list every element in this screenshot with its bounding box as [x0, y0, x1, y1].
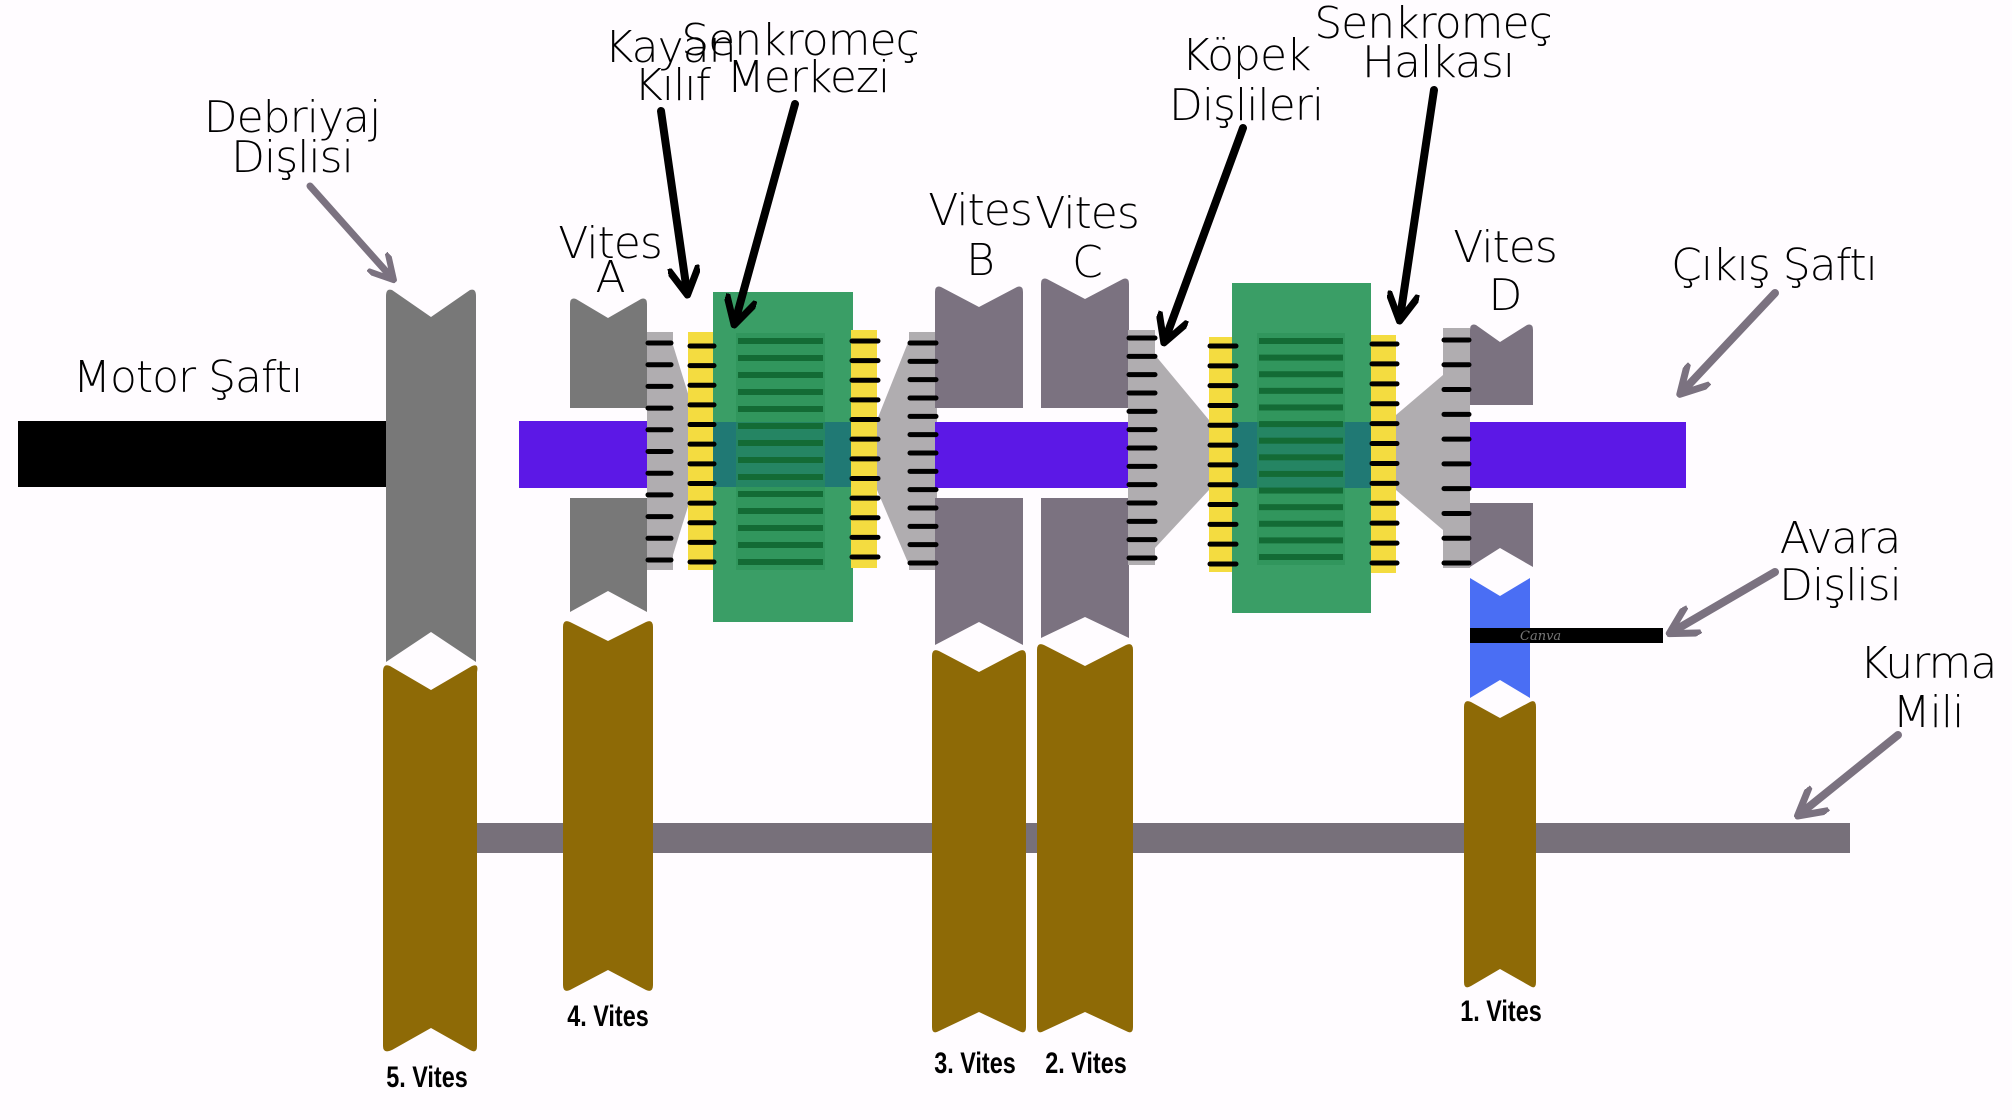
sync-hub-spline — [1259, 470, 1343, 477]
label-motor-shaft: Motor Şaftı — [73, 352, 302, 403]
dog-cone-d — [1396, 375, 1443, 530]
gear-d-lower — [1470, 503, 1533, 567]
label-gear-c-1: Vites — [1035, 188, 1139, 239]
sync-hub — [1257, 333, 1345, 565]
sync-hub-spline — [1259, 387, 1343, 394]
sync-hub — [736, 333, 825, 570]
arrow-sliding-sleeve — [657, 107, 687, 292]
dog-cone-b — [877, 340, 909, 565]
sync-hub-spline — [1259, 338, 1343, 344]
label-sync-hub-1: Senkromeç — [681, 15, 919, 66]
label-idler-gear-1: Avara — [1780, 513, 1901, 564]
arrow-sync-hub — [735, 100, 799, 322]
sync-hub-spline — [738, 355, 823, 361]
dog-teeth-ticks — [645, 335, 1472, 567]
sync-hub-spline — [738, 440, 823, 446]
sync-hub-spline — [738, 389, 823, 395]
arrow-output-shaft — [1682, 289, 1779, 392]
label-sync-ring-1: Senkromeç — [1314, 0, 1552, 49]
label-countershaft-2: Mili — [1893, 687, 1964, 738]
gear-b-lower — [935, 498, 1023, 645]
label-second-gear: 2. Vites — [1045, 1046, 1126, 1079]
idler-axle — [1470, 628, 1663, 643]
sync-hub-spline — [1259, 454, 1343, 461]
label-idler-gear-2: Dişlisi — [1779, 560, 1901, 611]
label-gear-b-2: B — [966, 235, 994, 286]
gear-b-upper — [935, 286, 1023, 408]
label-dog-teeth-2: Dişlileri — [1169, 80, 1323, 131]
output-shaft-segment — [935, 422, 1129, 488]
sync-hub-spline — [738, 559, 823, 565]
sync-hub-spline — [738, 491, 823, 497]
gear-a-lower — [570, 498, 647, 612]
sync-hub-spline — [738, 525, 823, 531]
arrow-sync-ring — [1400, 86, 1438, 318]
label-gear-b-1: Vites — [928, 185, 1032, 236]
label-output-shaft: Çıkış Şaftı — [1671, 240, 1877, 291]
sync-hub-spline — [1259, 504, 1343, 511]
sync-hub-2-stripes — [1257, 333, 1345, 565]
countershaft — [470, 823, 1850, 853]
sync-hub-spline — [738, 338, 823, 344]
sync-hub-spline — [1259, 371, 1343, 378]
sync-hub-spline — [1259, 437, 1343, 444]
sync-hub-spline — [1259, 354, 1343, 361]
sync-hub-spline — [1259, 554, 1343, 560]
label-gear-c-2: C — [1072, 237, 1102, 288]
output-shaft — [1470, 422, 1686, 488]
sync-hub-spline — [1259, 537, 1343, 544]
label-first-gear: 1. Vites — [1460, 994, 1541, 1027]
canva-watermark: Canva — [1520, 629, 1561, 644]
sync-hub-spline — [738, 542, 823, 548]
arrow-dog-teeth — [1165, 124, 1247, 340]
arrow-idler-gear — [1672, 568, 1779, 632]
label-sync-hub-2: Merkezi — [727, 52, 889, 103]
sync-hub-spline — [738, 474, 823, 480]
dog-teeth-d — [1443, 328, 1470, 568]
fourth-gear — [563, 621, 653, 991]
label-sliding-sleeve-2: Kılıf — [634, 60, 712, 111]
arrow-clutch-gear — [306, 182, 392, 278]
label-third-gear: 3. Vites — [934, 1046, 1015, 1079]
sync-ring-1-left — [688, 332, 713, 570]
sync-ring-2-right — [1371, 335, 1396, 573]
label-clutch-gear-1: Debriyaj — [204, 92, 380, 143]
label-clutch-gear-2: Dişlisi — [231, 132, 353, 183]
sync-hub-spline — [1259, 404, 1343, 411]
label-fourth-gear: 4. Vites — [567, 999, 648, 1032]
output-shaft-segment — [519, 421, 669, 488]
arrow-countershaft — [1800, 731, 1902, 814]
label-gear-d-2: D — [1489, 270, 1522, 321]
gear-a-upper — [570, 298, 647, 408]
sync-hub-spline — [1259, 520, 1343, 527]
sync-ring-2-left — [1209, 337, 1235, 572]
fifth-gear — [383, 665, 478, 1052]
sync-hub-spline — [738, 508, 823, 514]
label-dog-teeth-1: Köpek — [1181, 30, 1311, 81]
label-fifth-gear: 5. Vites — [386, 1060, 467, 1093]
sync-hub-spline — [738, 406, 823, 412]
gear-d-upper — [1470, 324, 1533, 405]
label-gear-d-1: Vites — [1453, 222, 1557, 273]
second-gear — [1037, 644, 1133, 1033]
gear-c-lower — [1041, 498, 1129, 638]
label-sliding-sleeve-1: Kayan — [605, 22, 736, 73]
sync-hub-spline — [738, 457, 823, 463]
label-gear-a-1: Vites — [558, 218, 662, 269]
sync-hub-spline — [1259, 421, 1343, 428]
sync-ring-1-right — [851, 330, 877, 568]
clutch-gear — [386, 289, 476, 662]
label-gear-a-2: A — [595, 252, 624, 303]
sync-hub-spline — [1259, 487, 1343, 494]
sync-hub-spline — [738, 423, 823, 429]
dog-cone-c — [1155, 355, 1209, 548]
sync-hub-spline — [738, 372, 823, 378]
sync-hub-1-stripes — [736, 333, 825, 570]
label-sync-ring-2: Halkası — [1362, 37, 1514, 88]
label-countershaft-1: Kurma — [1860, 638, 1997, 689]
first-gear — [1464, 701, 1536, 988]
gear-c-upper — [1041, 278, 1129, 408]
third-gear — [932, 650, 1026, 1033]
